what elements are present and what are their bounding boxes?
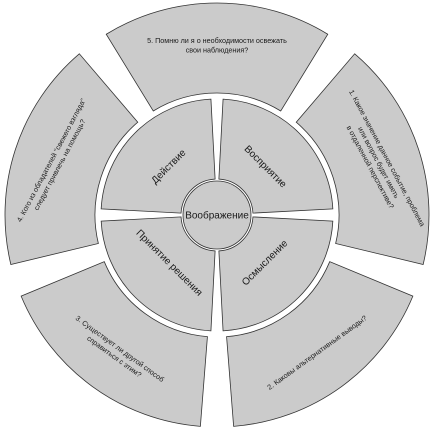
outer-segment-question-5	[105, 2, 329, 112]
inner-segment-perception	[218, 98, 334, 214]
center-label: Воображение	[185, 210, 249, 222]
outer-segment-question-3	[20, 261, 208, 427]
center-circle	[182, 180, 252, 250]
inner-segment-action	[100, 98, 216, 214]
outer-segment-line: 5. Помню ли я о необходимости освежать	[147, 36, 287, 45]
outer-segment-line: свои наблюдения?	[186, 45, 249, 54]
outer-segment-question-4	[4, 53, 139, 265]
outer-segment-question-2	[226, 261, 414, 427]
outer-segment-question-1	[295, 53, 430, 265]
inner-segment-decision	[100, 216, 216, 332]
inner-segment-comprehension	[218, 216, 334, 332]
